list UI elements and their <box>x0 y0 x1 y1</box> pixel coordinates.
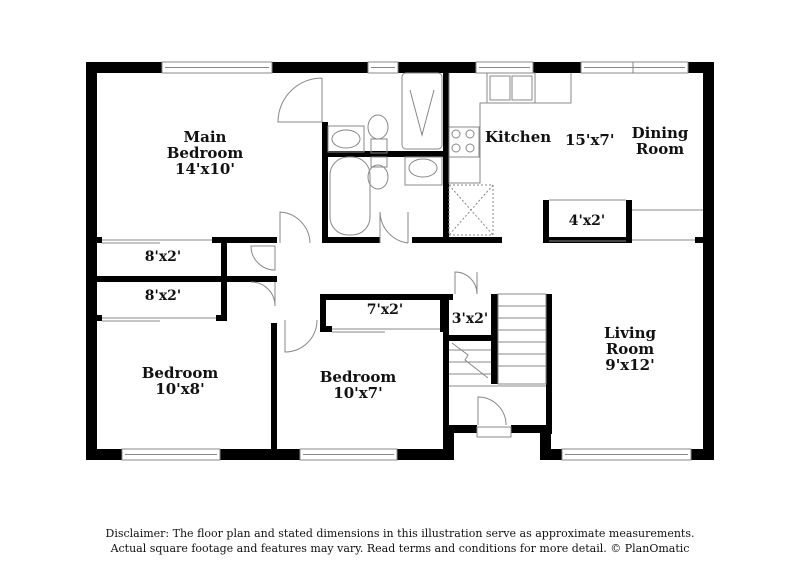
interior-walls <box>97 73 703 453</box>
room-dimensions-kitchen: 15'x7' <box>565 131 615 149</box>
room-dimensions: 9'x12' <box>605 355 655 374</box>
room-dimensions: 15'x7' <box>565 131 615 149</box>
closet-label-lower-left: 8'x2' <box>128 289 198 304</box>
closet-label-hall: 3'x2' <box>449 312 491 327</box>
disclaimer-line-2: Actual square footage and features may v… <box>110 542 690 555</box>
room-name: Room <box>635 139 685 158</box>
closet-doors <box>102 199 703 333</box>
room-name: Dining <box>631 124 689 142</box>
closet-dimensions: 3'x2' <box>451 311 489 327</box>
windows <box>121 61 692 461</box>
room-label-bedroom-left: Bedroom 10'x8' <box>130 364 230 398</box>
disclaimer: Disclaimer: The floor plan and stated di… <box>0 526 800 556</box>
room-label-dining-room: Dining Room <box>620 124 700 158</box>
room-name: Bedroom <box>319 368 397 386</box>
closet-label-bedroom-middle: 7'x2' <box>350 303 420 318</box>
stairs <box>449 293 547 387</box>
room-name: Living <box>603 324 657 342</box>
room-name: Kitchen <box>485 128 552 146</box>
doors <box>250 77 507 426</box>
room-name: Room <box>605 339 655 358</box>
closet-dimensions: 7'x2' <box>366 302 404 318</box>
room-name: Main <box>183 128 227 146</box>
closet-label-dining: 4'x2' <box>552 214 622 229</box>
room-label-main-bedroom: Main Bedroom 14'x10' <box>150 128 260 178</box>
fixtures <box>327 72 572 387</box>
disclaimer-line-1: Disclaimer: The floor plan and stated di… <box>105 527 695 540</box>
closet-dimensions: 8'x2' <box>144 288 182 304</box>
room-label-kitchen: Kitchen <box>485 128 552 146</box>
exterior-walls <box>86 62 714 460</box>
closet-dimensions: 4'x2' <box>568 213 606 229</box>
room-name: Bedroom <box>166 143 244 162</box>
room-dimensions: 14'x10' <box>175 159 235 178</box>
room-dimensions: 10'x8' <box>155 379 205 398</box>
closet-dimensions: 8'x2' <box>144 249 182 265</box>
room-dimensions: 10'x7' <box>333 383 383 402</box>
room-label-bedroom-middle: Bedroom 10'x7' <box>308 368 408 402</box>
room-label-living-room: Living Room 9'x12' <box>585 324 675 374</box>
closet-label-upper-left: 8'x2' <box>128 250 198 265</box>
room-name: Bedroom <box>141 364 219 382</box>
